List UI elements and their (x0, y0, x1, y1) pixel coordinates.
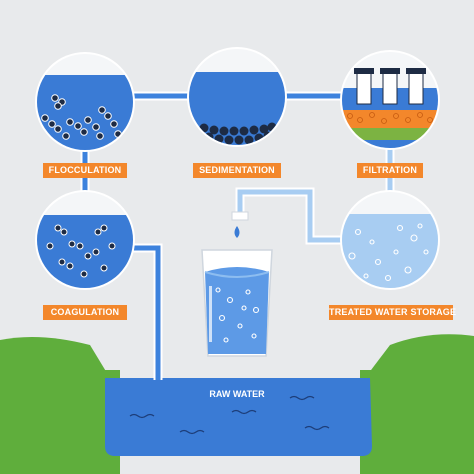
filtration-tank (340, 50, 440, 150)
raw-water-lake (105, 378, 372, 456)
treated-water-storage-label: TREATED WATER STORAGE (329, 305, 456, 320)
grass-left (0, 336, 110, 378)
raw-water-label: RAW WATER (209, 389, 265, 399)
coagulation-tank (35, 190, 135, 290)
flocculation-tank (35, 52, 135, 152)
water-drop-icon (234, 226, 240, 238)
filtration-label: FILTRATION (357, 163, 423, 178)
pipes-inner (133, 93, 342, 380)
faucet-icon (231, 211, 249, 221)
sedimentation-label: SEDIMENTATION (193, 163, 281, 178)
flocculation-label: FLOCCULATION (43, 163, 127, 178)
grass-base-left (0, 370, 120, 474)
grass-base-right (360, 370, 474, 474)
grass-right (365, 334, 474, 378)
drinking-glass (201, 249, 273, 357)
sedimentation-tank (187, 47, 287, 147)
treated-water-storage-tank (340, 190, 440, 290)
coagulation-label: COAGULATION (43, 305, 127, 320)
lake-waves (129, 395, 330, 435)
